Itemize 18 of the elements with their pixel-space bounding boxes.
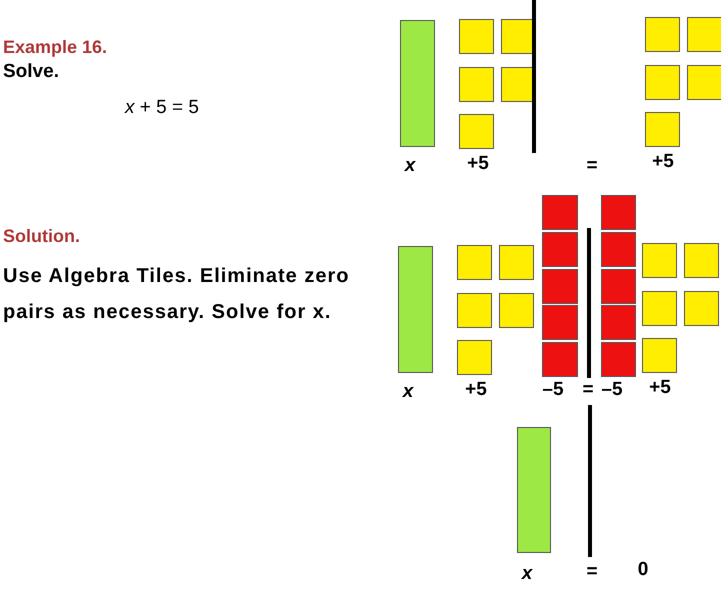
equation-text: x + 5 = 5 (125, 97, 199, 119)
tile-value-label: –5 (542, 379, 564, 401)
instruction-text: Solve. (3, 61, 59, 83)
solution-paragraph: Use Algebra Tiles. Eliminate zero pairs as necessary. Solve for x. (3, 264, 350, 325)
tile-value-label: +5 (465, 379, 487, 401)
example-heading: Example 16. (3, 37, 108, 58)
tile-value-label: = (586, 155, 598, 177)
tile-value-label: 0 (638, 559, 648, 581)
tile-value-label: +5 (467, 153, 489, 175)
tile-value-label: –5 (601, 379, 623, 401)
variable-label: x (404, 155, 416, 177)
tile-value-label: = (582, 379, 594, 401)
solution-heading: Solution. (3, 226, 80, 247)
tile-value-label: +5 (652, 151, 674, 173)
tile-value-label: +5 (649, 377, 671, 399)
variable-label: x (522, 563, 532, 585)
tile-value-label: = (586, 561, 598, 583)
variable-label: x (402, 381, 414, 403)
